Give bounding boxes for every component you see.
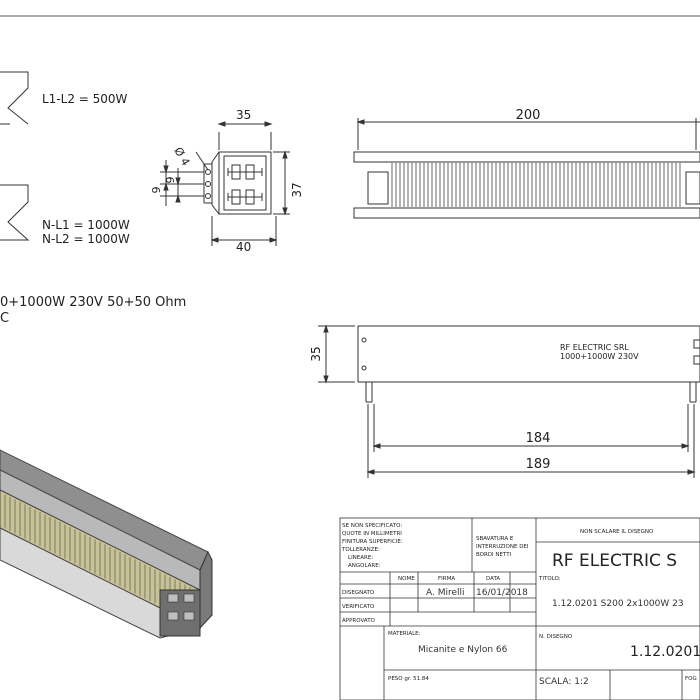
tb-foglio: FOG [685,676,697,682]
tb-note-0: SE NON SPECIFICATO: [342,523,402,529]
tb-note-2: FINITURA SUPERFICIE: [342,539,403,545]
tb-materiale-value: Micanite e Nylon 66 [418,645,508,655]
front-view [318,324,700,478]
tb-col-nome: NOME [398,576,415,582]
side-dim-37: 37 [290,182,304,197]
schematic-label-l1-l2: L1-L2 = 500W [42,92,128,106]
front-dim-189: 189 [526,457,551,472]
tb-company: RF ELECTRIC S [552,551,677,571]
tb-date: 16/01/2018 [476,588,528,598]
top-view [353,118,700,219]
tb-row-verificato: VERIFICATO [342,604,375,610]
isometric-view [0,449,213,639]
tb-note-5: ANGOLARE: [348,563,381,569]
tb-no-scale: NON SCALARE IL DISEGNO [580,529,654,535]
side-dim-40: 40 [236,240,251,254]
tb-col-data: DATA [486,576,500,582]
side-dim-9-b: 9 [164,177,177,184]
nameplate-line-2: 1000+1000W 230V [560,352,639,361]
isometric-fins [0,492,196,624]
spec-line: 0+1000W 230V 50+50 Ohm [0,295,186,310]
heating-fins [391,163,681,207]
tb-titolo-label: TITOLO: [538,576,561,582]
side-view [160,121,290,246]
tb-designer: A. Mirelli [426,588,465,598]
tb-deburr-2: BORDI NETTI [476,552,512,558]
tb-row-approvato: APPROVATO [342,618,376,624]
title-block [339,517,700,700]
tb-peso: PESO gr. 51.84 [388,676,429,682]
tb-materiale-label: MATERIALE: [388,631,421,637]
front-dim-184: 184 [526,431,551,446]
tb-note-4: LINEARE: [348,555,373,561]
tb-ndisegno-value: 1.12.0201 [630,644,700,660]
tb-row-disegnato: DISEGNATO [342,590,375,596]
tb-col-firma: FIRMA [438,576,455,582]
side-dim-9-a: 9 [150,187,163,194]
side-dim-35: 35 [236,108,251,122]
tb-title-value: 1.12.0201 S200 2x1000W 23 [552,599,684,609]
tb-note-1: QUOTE IN MILLIMETRI [342,531,402,537]
tb-note-3: TOLLERANZE: [341,547,380,553]
tb-deburr-0: SBAVATURA E [476,536,514,542]
front-dim-35: 35 [309,346,323,361]
nameplate-line-1: RF ELECTRIC SRL [560,343,629,352]
wiring-schematic [0,71,30,241]
schematic-label-n-l1: N-L1 = 1000W [42,218,130,232]
tb-deburr-1: INTERRUZIONE DEI [476,544,529,550]
schematic-label-n-l2: N-L2 = 1000W [42,232,130,246]
tb-ndisegno-label: N. DISEGNO [539,634,573,640]
top-dim-200: 200 [516,108,541,123]
spec-line-cut: C [0,311,9,326]
tb-scala: SCALA: 1:2 [539,677,589,687]
